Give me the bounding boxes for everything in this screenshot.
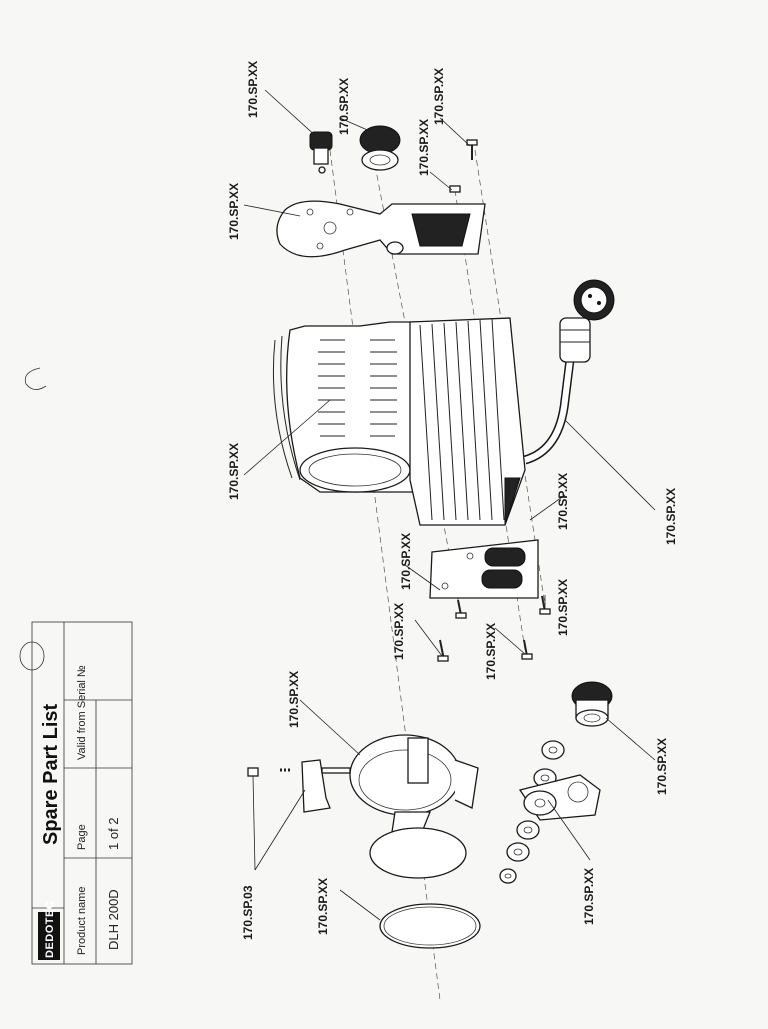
yoke-plate — [276, 200, 486, 258]
product-name-label: Product name — [76, 887, 88, 955]
washer-stack — [499, 740, 601, 884]
knob-small — [309, 131, 333, 174]
callout-knob-front: 170.SP.XX — [655, 738, 669, 795]
plate-screw-a — [437, 639, 449, 662]
filter-plate — [429, 539, 539, 599]
callout-screw-plate-c: 170.SP.XX — [484, 623, 498, 680]
page-value: 1 of 2 — [106, 817, 121, 850]
power-cable — [523, 279, 615, 465]
callout-screw-plate-d: 170.SP.XX — [556, 579, 570, 636]
latch — [247, 759, 351, 813]
lens-ring — [379, 903, 481, 949]
svg-text:DEDOTEC: DEDOTEC — [44, 901, 56, 958]
page-label: Page — [76, 824, 88, 850]
knob-large — [359, 125, 401, 171]
punch-hole-mark-top — [24, 367, 47, 390]
plate-screw-c — [521, 639, 533, 660]
callout-screw-top-a: 170.SP.XX — [417, 119, 431, 176]
front-ring — [349, 734, 479, 833]
callout-front-ring: 170.SP.XX — [287, 671, 301, 728]
callout-screw-plate-b: 170.SP.XX — [392, 603, 406, 660]
callout-washers: 170.SP.XX — [582, 868, 596, 925]
callout-yoke-plate: 170.SP.XX — [227, 183, 241, 240]
leader-lines — [243, 89, 656, 921]
callout-screw-top-b: 170.SP.XX — [432, 68, 446, 125]
yoke-screw — [449, 185, 461, 193]
callout-labels: 170.SP.XX 170.SP.XX 170.SP.XX 170.SP.XX … — [227, 61, 678, 940]
housing-vents — [318, 339, 397, 437]
sheet-title: Spare Part List — [40, 703, 62, 845]
lamp-housing — [272, 317, 526, 526]
callout-latch-screw: 170.SP.03 — [241, 885, 255, 940]
callout-knob-large: 170.SP.XX — [337, 78, 351, 135]
lens — [369, 827, 467, 879]
callout-lens-ring: 170.SP.XX — [316, 878, 330, 935]
plate-screw-d — [539, 595, 551, 615]
product-name-value: DLH 200D — [106, 889, 121, 950]
callout-filter-plate: 170.SP.XX — [556, 473, 570, 530]
serial-label: Valid from Serial № — [76, 665, 88, 760]
top-screw — [466, 139, 478, 160]
callout-cable: 170.SP.XX — [664, 488, 678, 545]
callout-housing: 170.SP.XX — [227, 443, 241, 500]
plate-screw-b — [455, 599, 467, 619]
front-knob — [571, 681, 613, 727]
callout-knob-small: 170.SP.XX — [246, 61, 260, 118]
title-block: DEDOTEC Spare Part List Product name DLH… — [31, 621, 133, 965]
callout-screw-plate-a: 170.SP.XX — [399, 533, 413, 590]
dedotec-logo: DEDOTEC — [38, 901, 60, 960]
